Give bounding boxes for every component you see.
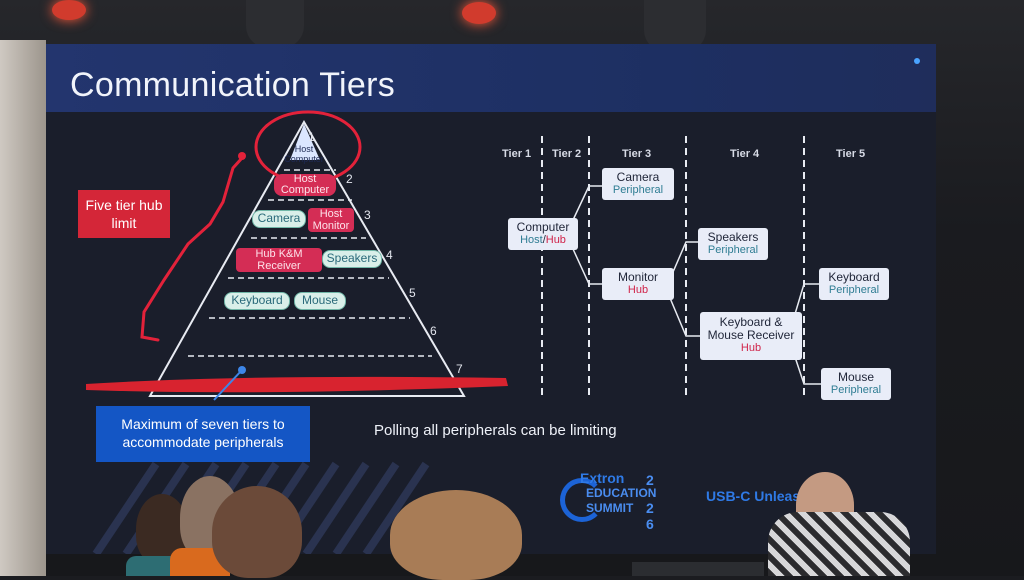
tier-header: Tier 4: [730, 148, 760, 160]
five-tier-callout: Five tier hub limit: [78, 190, 170, 238]
role-host: Host: [520, 234, 543, 246]
projection-screen: Communication Tiers: [46, 44, 936, 554]
indicator-dot: [914, 58, 920, 64]
audience-head: [390, 490, 522, 580]
node-role: Hub: [627, 284, 649, 296]
node-role: Peripheral: [707, 244, 759, 256]
tier-number: 3: [364, 208, 371, 222]
monitor-node: Monitor Hub: [602, 268, 674, 300]
node-role: Host/Hub: [508, 234, 578, 247]
usb-c-banner: USB-C Unleas: [706, 488, 801, 504]
ceiling-speaker: [644, 0, 706, 52]
tier-header: Tier 5: [836, 148, 866, 160]
role-separator: /: [542, 234, 546, 246]
tier-number: 1: [308, 130, 315, 144]
tier-number: 6: [430, 324, 437, 338]
logo-ring: [560, 478, 604, 522]
slide-title: Communication Tiers: [70, 66, 396, 104]
node-name: Mouse: [837, 370, 875, 384]
node-name: Keyboard: [828, 270, 880, 284]
ceiling-light: [52, 0, 86, 20]
tier-number: 2: [346, 172, 353, 186]
node-name: Keyboard & Mouse Receiver: [707, 315, 795, 342]
logo-year-mid: 2: [646, 500, 654, 516]
logo-year-top: 2: [646, 472, 654, 488]
camera-node: Camera Peripheral: [602, 168, 674, 200]
speakers-node: Speakers Peripheral: [698, 228, 768, 260]
side-wall: [0, 40, 46, 576]
summit-logo: Extron EDUCATION SUMMIT 2 2 6: [560, 470, 670, 534]
computer-node: Computer Host/Hub: [508, 218, 578, 250]
logo-year-bot: 6: [646, 516, 654, 532]
tier-number: 4: [386, 248, 393, 262]
audience-plaid-shirt: [768, 512, 910, 576]
audience-head: [212, 486, 302, 578]
diagram-lines: [86, 110, 821, 554]
keyboard-node: Keyboard Peripheral: [819, 268, 889, 300]
title-bar: Communication Tiers: [46, 44, 936, 112]
role-hub: Hub: [545, 234, 566, 246]
logo-line1: EDUCATION: [586, 486, 657, 500]
node-name: Camera: [616, 170, 660, 184]
logo-line2: SUMMIT: [586, 501, 634, 515]
tier-header: Tier 3: [622, 148, 652, 160]
tier-number: 5: [409, 286, 416, 300]
tier-header: Tier 2: [552, 148, 582, 160]
camera-tag: Camera: [252, 210, 306, 228]
node-role: Peripheral: [828, 284, 880, 296]
seven-tiers-callout: Maximum of seven tiers to accommodate pe…: [96, 406, 310, 462]
hub-km-receiver-tag: Hub K&M Receiver: [236, 248, 322, 272]
ceiling-speaker: [246, 0, 304, 48]
ceiling-light: [462, 2, 496, 24]
host-computer-label: Host Computer: [284, 144, 324, 164]
keyboard-mouse-receiver-node: Keyboard & Mouse Receiver Hub: [700, 312, 802, 360]
logo-brand: Extron: [580, 470, 625, 486]
keyboard-tag: Keyboard: [224, 292, 290, 310]
host-computer-tag: Host Computer: [274, 174, 336, 196]
host-monitor-tag: Host Monitor: [308, 208, 354, 232]
mouse-node: Mouse Peripheral: [821, 368, 891, 400]
polling-note: Polling all peripherals can be limiting: [374, 422, 617, 439]
node-name: Speakers: [707, 230, 759, 244]
speakers-tag: Speakers: [322, 250, 382, 268]
node-name: Computer: [516, 220, 570, 234]
desk-monitor: [632, 562, 764, 576]
node-role: Peripheral: [612, 184, 664, 196]
tier-header: Tier 1: [502, 148, 532, 160]
mouse-tag: Mouse: [294, 292, 346, 310]
tier-number: 7: [456, 362, 463, 376]
node-role: Hub: [740, 342, 762, 354]
node-role: Peripheral: [830, 384, 882, 396]
node-name: Monitor: [617, 270, 658, 284]
